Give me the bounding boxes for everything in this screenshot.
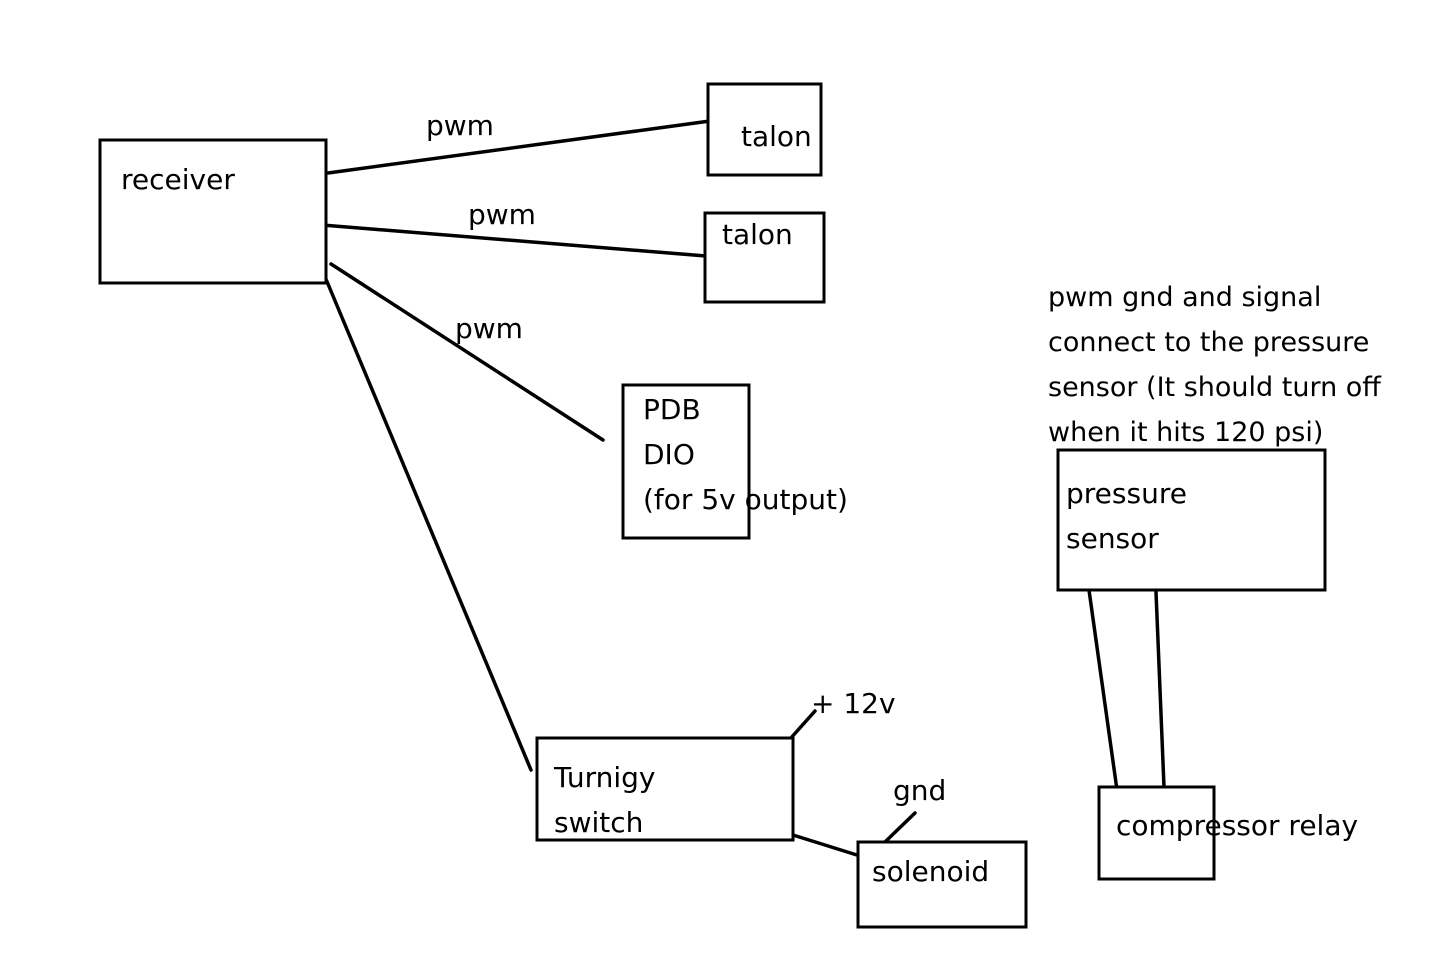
pdb-dio-label: PDB DIO (for 5v output) <box>643 393 848 516</box>
pwm-label-1: pwm <box>426 109 494 142</box>
pressure-sensor-note: pwm gnd and signal connect to the pressu… <box>1048 282 1390 448</box>
pdb-label-line-2: DIO <box>643 438 695 471</box>
wire-receiver-turnigy <box>321 270 533 772</box>
wire-receiver-talon-2 <box>320 223 708 258</box>
turnigy-switch-label: Turnigy switch <box>553 761 664 839</box>
note-line-2: connect to the pressure <box>1048 327 1369 358</box>
compressor-relay-label: compressor relay <box>1116 809 1358 842</box>
note-line-1: pwm gnd and signal <box>1048 282 1321 313</box>
turnigy-switch-box <box>535 736 795 842</box>
gnd-label: gnd <box>893 774 946 807</box>
pressure-sensor-box <box>1056 448 1327 592</box>
pressure-sensor-label: pressure sensor <box>1066 477 1196 555</box>
wire-sensor-relay-1 <box>1087 588 1119 792</box>
pwm-label-3: pwm <box>455 312 523 345</box>
solenoid-box <box>856 840 1028 929</box>
wire-receiver-pdb <box>329 262 605 442</box>
wire-sensor-relay-2 <box>1154 590 1166 789</box>
component-boxes <box>98 82 1327 929</box>
pdb-label-line-3: (for 5v output) <box>643 483 848 516</box>
wire-plus-12v-tick <box>788 709 817 741</box>
wire-turnigy-solenoid <box>791 833 862 858</box>
solenoid-label: solenoid <box>872 855 989 888</box>
receiver-box <box>98 138 328 285</box>
talon-label-2: talon <box>722 218 793 251</box>
note-line-4: when it hits 120 psi) <box>1048 417 1323 448</box>
pdb-label-line-1: PDB <box>643 393 701 426</box>
turnigy-label-line-1: Turnigy <box>553 761 656 794</box>
wire-receiver-talon-1 <box>326 119 712 175</box>
wire-gnd-tick <box>884 811 917 843</box>
pressure-sensor-line-1: pressure <box>1066 477 1187 510</box>
wires <box>320 119 1166 858</box>
talon-label-1: talon <box>741 120 812 153</box>
plus-12v-label: + 12v <box>811 687 896 720</box>
pdb-dio-box <box>621 383 751 540</box>
note-line-3: sensor (It should turn off <box>1048 372 1382 403</box>
pwm-label-2: pwm <box>468 198 536 231</box>
talon-box-1 <box>706 82 823 177</box>
wire-labels: pwm pwm pwm + 12v gnd <box>426 109 946 807</box>
talon-box-2 <box>703 211 826 304</box>
component-labels: receiver talon talon PDB DIO (for 5v out… <box>121 120 1358 888</box>
receiver-label: receiver <box>121 163 235 196</box>
turnigy-label-line-2: switch <box>554 806 643 839</box>
pressure-sensor-line-2: sensor <box>1066 522 1159 555</box>
compressor-relay-box <box>1097 785 1216 881</box>
